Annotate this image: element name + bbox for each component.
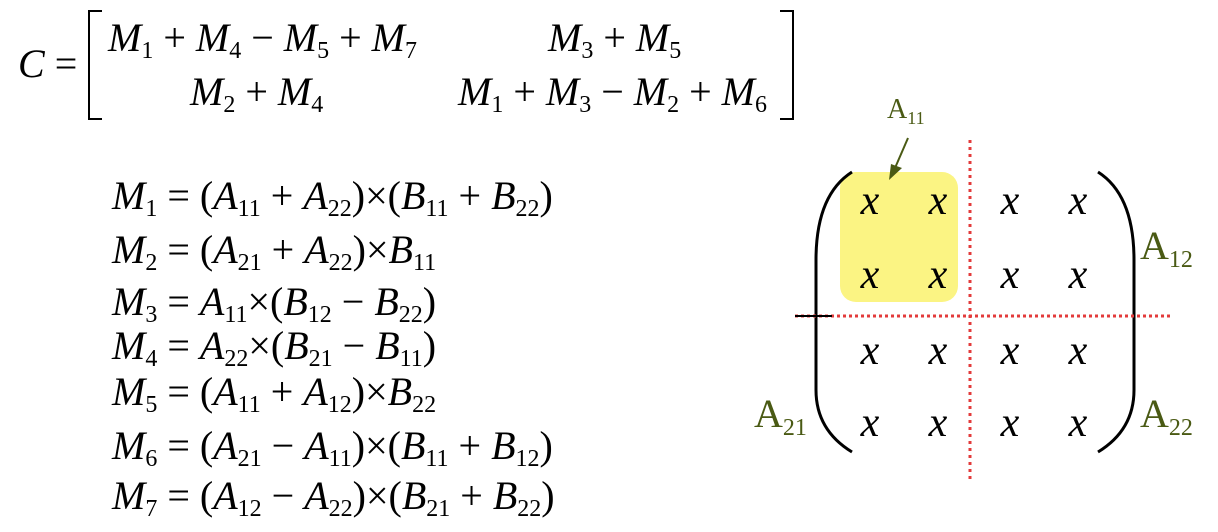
symbol-c: C — [18, 41, 45, 86]
label-a22: A22 — [1140, 391, 1193, 441]
right-paren — [1097, 170, 1136, 454]
matrix-cell-r1c4: x — [1068, 178, 1088, 224]
matrix-cell-r1c1: x — [860, 178, 880, 224]
matrix-cell-r2c2: x — [928, 252, 948, 298]
equation-m2: M2 = (A21 + A22)×B11 — [112, 227, 437, 276]
matrix-c-lhs: C = — [18, 44, 77, 84]
matrix-cell-r4c2: x — [928, 400, 948, 446]
equation-m1: M1 = (A11 + A22)×(B11 + B22) — [112, 173, 553, 222]
matrix-cell-r2c4: x — [1068, 252, 1088, 298]
a11-highlight — [840, 172, 958, 302]
matrix-c-cell-r2c1: M2 + M4 — [190, 69, 324, 118]
matrix-cell-r2c3: x — [1000, 252, 1020, 298]
equals-sign: = — [54, 41, 78, 86]
matrix-cell-r1c2: x — [928, 178, 948, 224]
matrix-cell-r4c1: x — [860, 400, 880, 446]
matrix-c-cell-r1c2: M3 + M5 — [548, 15, 682, 64]
matrix-cell-r1c3: x — [1000, 178, 1020, 224]
label-a12: A12 — [1140, 223, 1193, 273]
matrix-cell-r4c4: x — [1068, 400, 1088, 446]
equation-m5: M5 = (A11 + A12)×B22 — [112, 369, 437, 418]
equation-m6: M6 = (A21 − A11)×(B11 + B12) — [112, 423, 553, 472]
matrix-c-right-bracket — [780, 10, 794, 120]
a11-arrowhead — [889, 164, 902, 180]
left-paren — [814, 170, 853, 454]
matrix-cell-r3c3: x — [1000, 328, 1020, 374]
matrix-cell-r2c1: x — [860, 252, 880, 298]
matrix-c-cell-r1c1: M1 + M4 − M5 + M7 — [108, 15, 417, 64]
matrix-c-cell-r2c2: M1 + M3 − M2 + M6 — [458, 69, 767, 118]
matrix-cell-r3c2: x — [928, 328, 948, 374]
label-a21: A21 — [754, 391, 807, 441]
matrix-cell-r3c4: x — [1068, 328, 1088, 374]
label-a11: A11 — [887, 94, 925, 128]
equation-m3: M3 = A11×(B12 − B22) — [112, 279, 437, 328]
equation-m7: M7 = (A12 − A22)×(B21 + B22) — [112, 473, 555, 522]
equation-m4: M4 = A22×(B21 − B11) — [112, 323, 437, 372]
a11-arrow — [894, 137, 909, 169]
matrix-cell-r3c1: x — [860, 328, 880, 374]
matrix-c-left-bracket — [88, 10, 102, 120]
matrix-cell-r4c3: x — [1000, 400, 1020, 446]
